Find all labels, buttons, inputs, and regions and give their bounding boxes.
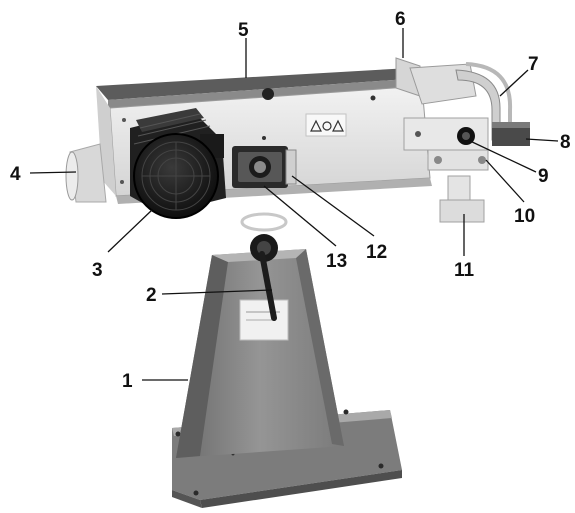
callout-3: 3 <box>92 260 103 281</box>
callout-9: 9 <box>538 166 549 187</box>
pedestal-stand <box>176 249 344 458</box>
callout-1: 1 <box>122 371 133 392</box>
callout-8: 8 <box>560 132 571 153</box>
callout-7: 7 <box>528 54 539 75</box>
leader-9 <box>467 139 537 173</box>
motor-icon <box>130 108 226 219</box>
leader-7 <box>499 69 529 97</box>
callout-4: 4 <box>10 164 21 185</box>
leader-12 <box>291 175 375 237</box>
leader-3 <box>107 209 153 253</box>
leader-8 <box>525 138 559 142</box>
leader-13 <box>263 185 337 247</box>
support-post <box>439 175 485 223</box>
tilt-locking-lever <box>240 212 288 321</box>
callout-labels: 1 2 3 4 5 6 7 8 9 10 11 12 13 <box>10 9 571 392</box>
callout-13: 13 <box>326 251 347 272</box>
leader-4 <box>29 171 77 174</box>
callout-10: 10 <box>514 206 535 227</box>
work-rest <box>492 122 530 146</box>
dust-extraction-port <box>65 143 107 203</box>
leader-10 <box>485 159 525 203</box>
leader-2 <box>161 289 273 295</box>
callout-12: 12 <box>366 242 387 263</box>
warning-label-icon <box>305 113 347 137</box>
callout-11: 11 <box>454 260 475 281</box>
switch-icon <box>232 146 297 188</box>
callout-2: 2 <box>146 285 157 306</box>
callout-6: 6 <box>395 9 406 30</box>
leader-lines <box>29 28 559 381</box>
callout-5: 5 <box>238 20 249 41</box>
